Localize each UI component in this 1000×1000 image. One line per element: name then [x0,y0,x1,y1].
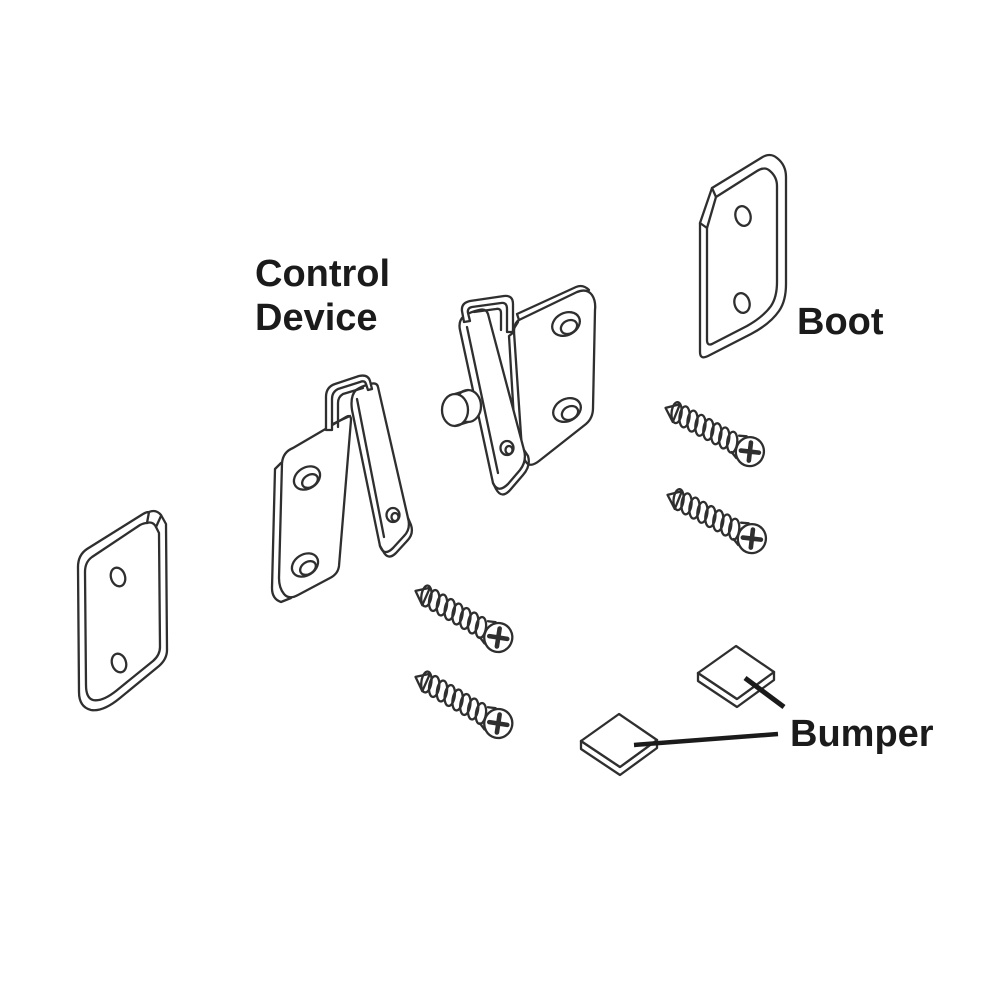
boot-cover-right-drawing [698,153,788,359]
bumper-leader-line-lower [633,731,779,748]
bumper-label: Bumper [790,713,934,755]
boot-cover-left-drawing [76,509,169,712]
bumper-pad-drawing-1 [696,644,776,709]
control-device-label: Control Device [255,253,391,339]
screw-drawing-3 [407,575,522,662]
boot-label: Boot [797,301,884,343]
control-latch-right-drawing [440,284,597,496]
screw-drawing-4 [407,661,522,748]
screw-drawing-1 [658,391,774,475]
screw-drawing-2 [660,478,776,562]
control-latch-left-drawing [270,374,414,604]
bumper-leader-line-upper [743,675,786,710]
